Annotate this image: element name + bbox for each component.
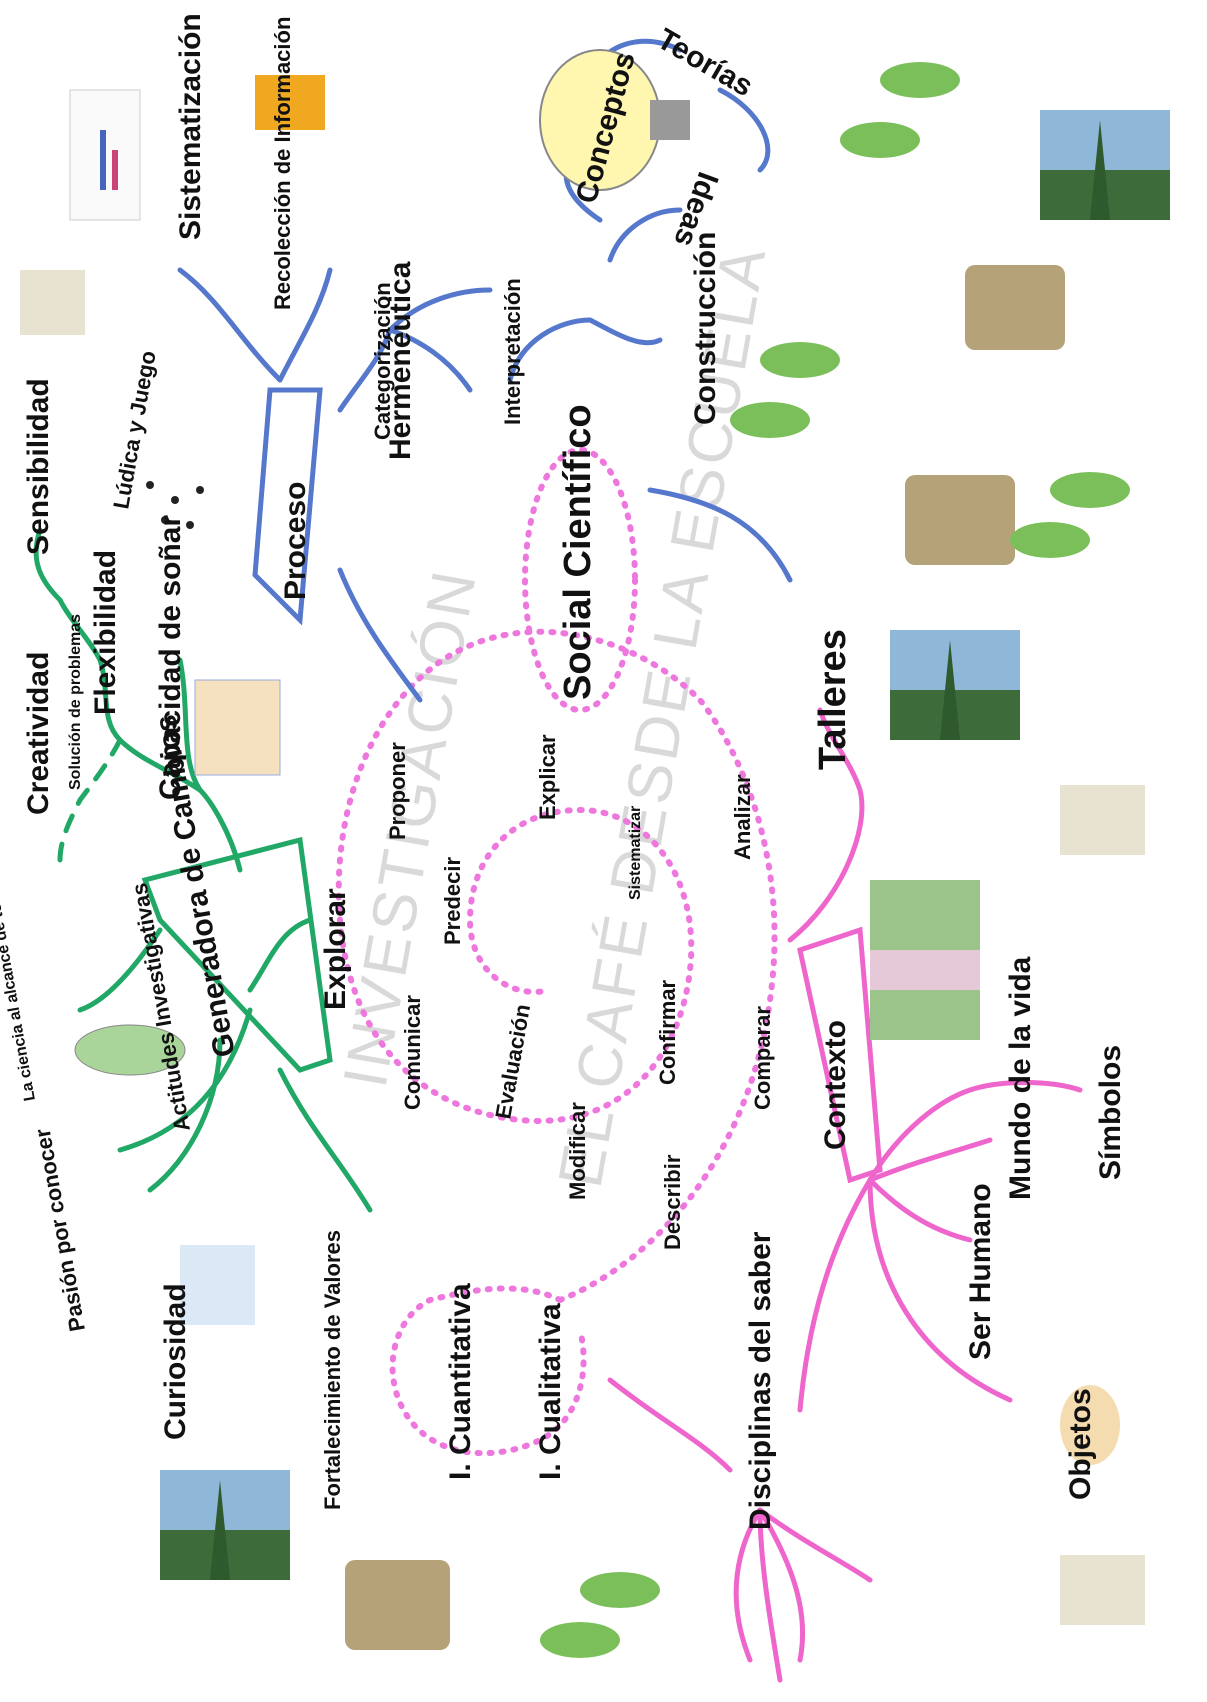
label-ciencia: La ciencia al alcance de todos [0, 873, 39, 1102]
label-hermeneutica: Hermenéutica [384, 261, 417, 460]
proceso-box [252, 387, 323, 626]
label-ser-humano: Ser Humano [964, 1183, 997, 1360]
label-sistematizar: Sistematizar [627, 806, 644, 900]
label-sonar: Capacidad de soñar [154, 515, 187, 800]
green-lines [33, 527, 373, 1213]
pink-lines [607, 707, 1083, 1683]
books-icon [255, 75, 325, 130]
label-analizar: Analizar [730, 774, 755, 860]
label-predecir: Predecir [440, 857, 465, 945]
label-objetos: Objetos [1064, 1388, 1097, 1500]
label-describir: Describir [660, 1154, 685, 1250]
label-mundo: Mundo de la vida [1004, 956, 1037, 1200]
sack-icon [1060, 785, 1145, 855]
label-evaluacion: Evaluación [490, 1002, 535, 1121]
eye-icon [74, 1024, 186, 1076]
label-cuantitativa: I. Cuantitativa [444, 1283, 477, 1480]
label-flexibilidad: Flexibilidad [89, 550, 122, 715]
label-solucion: Solución de problemas [67, 614, 84, 790]
label-confirmar: Confirmar [655, 979, 680, 1085]
spiral-labels: Proponer Explicar Analizar Sistematizar … [385, 734, 775, 1250]
light-bulb-icon [539, 49, 690, 191]
contexto-box [797, 926, 883, 1184]
label-valores: Fortalecimiento de Valores [320, 1230, 345, 1510]
label-comparar: Comparar [750, 1006, 775, 1110]
coffee-plant-icon [1010, 472, 1130, 558]
palette-icon [1060, 1385, 1120, 1465]
label-recoleccion: Recolección de Información [270, 17, 295, 310]
coffee-bag-icon [345, 1560, 450, 1650]
label-categorizacion: Categorización [370, 282, 395, 440]
label-modificar: Modificar [565, 1102, 590, 1200]
coffee-bag-icon [905, 475, 1015, 565]
label-explorar: Explorar [319, 888, 352, 1010]
dreamer-image [194, 679, 281, 776]
blue-lines [177, 38, 793, 703]
label-simbolos: Símbolos [1094, 1045, 1127, 1180]
label-talleres: Talleres [812, 629, 854, 770]
label-cualitativa: I. Cualitativa [534, 1303, 567, 1480]
label-comunicar: Comunicar [400, 995, 425, 1110]
coffee-plant-icon [730, 342, 840, 438]
sack-icon [1060, 1555, 1145, 1625]
coffee-plant-icon [540, 1572, 660, 1658]
label-interpretacion: Interpretación [500, 278, 525, 425]
label-creatividad: Creatividad [22, 652, 55, 815]
label-teorias: Teorías [652, 22, 759, 103]
label-explicar: Explicar [535, 734, 560, 820]
proceso-box-label: Proceso [279, 482, 312, 600]
game-dots-icon [146, 481, 204, 529]
coffee-bag-icon [965, 265, 1065, 350]
label-disciplinas: Disciplinas del saber [744, 1231, 777, 1530]
tree-photo [1040, 110, 1170, 220]
label-sensibilidad: Sensibilidad [22, 378, 55, 555]
children-photo [870, 880, 980, 1040]
bar-chart-thumbnail [69, 89, 141, 221]
contexto-box-label: Contexto [819, 1020, 852, 1150]
label-social: Social Científico [557, 404, 599, 700]
label-curiosidad: Curiosidad [159, 1283, 192, 1440]
label-sistematizacion: Sistematización [174, 13, 207, 240]
tree-photo [160, 1470, 290, 1580]
computer-user-icon [180, 1245, 255, 1325]
decorations [20, 49, 1170, 1658]
coffee-plant-icon [840, 62, 960, 158]
label-pasion: Pasión por conocer [30, 1126, 90, 1333]
pink-labels: Símbolos Mundo de la vida Ser Humano Obj… [444, 404, 1127, 1530]
tree-photo [890, 630, 1020, 740]
label-construccion: Construcción [689, 232, 722, 425]
generadora-box [141, 836, 333, 1073]
spiral [335, 447, 778, 1457]
label-proponer: Proponer [385, 742, 410, 840]
sack-icon [20, 270, 85, 335]
